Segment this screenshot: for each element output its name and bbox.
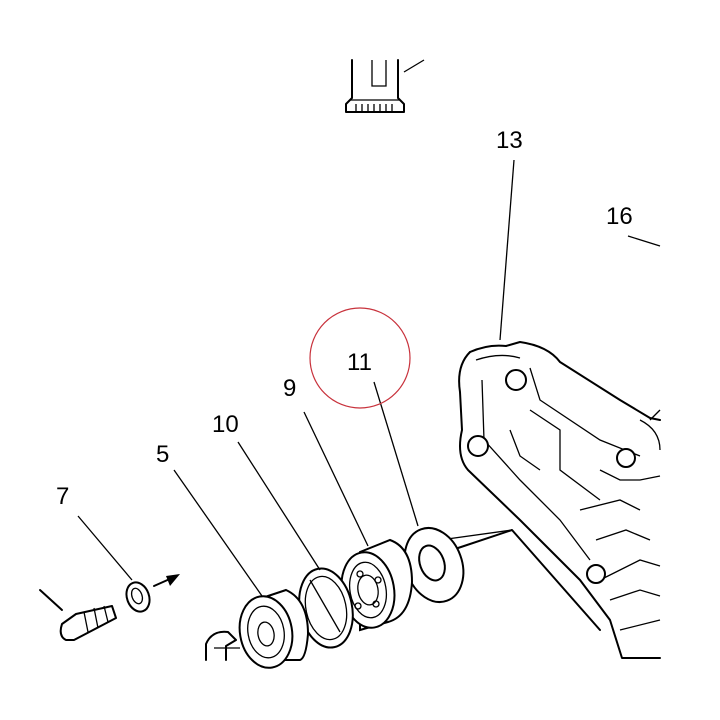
shaft-axis (439, 529, 601, 631)
callout-labels: 13 16 11 9 10 5 7 (56, 127, 633, 510)
leader-16 (627, 235, 661, 247)
leader-9 (303, 411, 369, 547)
housing-cover (458, 341, 661, 659)
callout-13: 13 (496, 127, 523, 154)
washer-part (403, 527, 465, 603)
highlight-circle (309, 307, 411, 409)
shaft-tool-part (345, 59, 425, 113)
bearing-part-9 (340, 538, 414, 632)
callout-9: 9 (283, 375, 296, 402)
callout-11: 11 (347, 349, 372, 376)
leader-7 (77, 515, 133, 581)
leader-11 (373, 381, 419, 527)
leader-13 (499, 159, 515, 341)
bracket-part (205, 630, 240, 661)
leader-5 (173, 469, 263, 597)
leader-lines (77, 159, 661, 597)
leader-10 (237, 441, 321, 571)
callout-16: 16 (606, 203, 633, 230)
callout-7: 7 (56, 483, 69, 510)
callout-10: 10 (212, 411, 239, 438)
callout-5: 5 (156, 441, 169, 468)
bolt-part (39, 574, 180, 641)
bearing-part-5 (238, 588, 310, 669)
